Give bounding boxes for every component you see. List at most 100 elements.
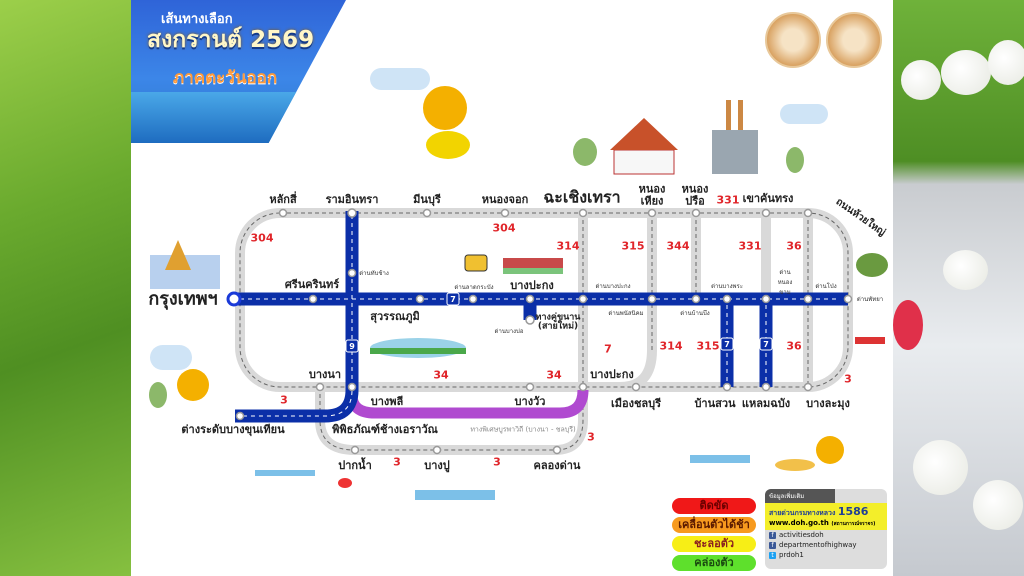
legend-slowing: ชะลอตัว xyxy=(672,536,756,552)
route-number: 3 xyxy=(493,455,501,469)
toll-plaza-label: ด่านพัทยา xyxy=(856,296,884,303)
route-number: 34 xyxy=(433,368,449,382)
highways-department-seal-logo xyxy=(826,12,882,68)
beach-mountain-icon xyxy=(856,253,888,277)
place-label: บางวัว xyxy=(514,395,546,409)
motorway-9-badge xyxy=(345,339,359,353)
banana-leaf-background xyxy=(0,0,131,576)
place-label: ต่างระดับบางขุนเทียน xyxy=(181,423,285,437)
place-label: มีนบุรี xyxy=(413,193,441,207)
route-number: 331 xyxy=(716,193,740,207)
place-label: บางปะกง xyxy=(510,279,554,293)
route-number: 36 xyxy=(786,339,802,353)
place-label: บางนา xyxy=(308,368,342,382)
route-number: 315 xyxy=(696,339,720,353)
route-number: 3 xyxy=(587,430,595,444)
route-number: 36 xyxy=(786,239,802,253)
island-icon xyxy=(775,459,815,471)
hotline-label: สายด่วนกรมทางหลวง xyxy=(769,509,836,517)
website-link[interactable]: www.doh.go.th xyxy=(769,519,829,527)
route-number: 34 xyxy=(546,368,562,382)
toll-plaza-label: ด่านบางบ่อ xyxy=(494,328,524,335)
twitter-icon: t xyxy=(769,551,776,559)
hotline-number: 1586 xyxy=(837,505,869,518)
route-number: 314 xyxy=(556,239,580,253)
flower-bowl-background xyxy=(893,0,1024,576)
expressway-label: ทางพิเศษบูรพาวิถี (บางนา - ชลบุรี) xyxy=(470,425,576,434)
place-label: แหลมฉบัง xyxy=(741,397,791,411)
ministry-seal-logo xyxy=(765,12,821,68)
route-number: 3 xyxy=(393,455,401,469)
cloud-icon xyxy=(780,104,828,124)
cloud-icon xyxy=(150,345,192,370)
place-label: รามอินทรา xyxy=(325,193,379,207)
temple-icon xyxy=(610,118,678,175)
place-label: ฉะเชิงเทรา xyxy=(543,187,621,207)
toll-plaza-label: ด่านบางพระ xyxy=(711,283,743,290)
banner-region: ภาคตะวันออก xyxy=(173,68,278,88)
route-number: 304 xyxy=(250,231,274,245)
svg-text:7: 7 xyxy=(450,295,456,304)
route-number: 331 xyxy=(738,239,762,253)
place-label: บางพลี xyxy=(370,395,404,409)
svg-text:7: 7 xyxy=(724,340,730,349)
toll-plaza-label: ด่านพนัสนิคม xyxy=(608,310,644,317)
motorway-7-badge xyxy=(446,292,773,351)
toll-plaza-label: ด่านโป่ง xyxy=(815,283,837,290)
legend-flowing: คล่องตัว xyxy=(672,555,756,571)
svg-text:7: 7 xyxy=(763,340,769,349)
place-label: เมืองชลบุรี xyxy=(610,397,662,411)
station-building-icon xyxy=(503,258,563,274)
place-label: หนอง ปรือ xyxy=(681,182,709,207)
facebook-icon: f xyxy=(769,531,776,539)
toll-plaza-label: ด่านบ้านบึง xyxy=(680,310,710,317)
place-label: บางปะกง xyxy=(590,368,634,382)
route-number: 344 xyxy=(666,239,690,253)
place-label: พิพิธภัณฑ์ช้างเอราวัณ xyxy=(332,423,438,437)
toll-plaza-label: ด่านหนองขาม xyxy=(777,269,793,296)
place-label: ปากน้ำ xyxy=(338,459,372,473)
twitter-link[interactable]: prdoh1 xyxy=(779,551,804,559)
place-label: หนอง เหียง xyxy=(638,182,666,207)
facebook-link[interactable]: activitiesdoh xyxy=(779,531,824,539)
website-note: (สถานการณ์จราจร) xyxy=(831,521,876,527)
mascot-icon xyxy=(177,86,844,464)
place-label: ทางคู่ขนาน (สายใหม่) xyxy=(535,312,581,332)
crab-icon xyxy=(338,478,352,488)
route-number: 7 xyxy=(604,342,612,356)
banner-title: สงกรานต์ 2569 xyxy=(147,27,315,53)
place-label: บางปู xyxy=(424,459,450,473)
route-number: 304 xyxy=(492,221,516,235)
place-label: สุวรรณภูมิ xyxy=(370,310,420,324)
cloud-icon xyxy=(370,68,430,90)
banner-subtitle: เส้นทางเลือก xyxy=(161,12,233,27)
route-number: 3 xyxy=(280,393,288,407)
bangkok-origin-marker xyxy=(226,291,242,307)
svg-text:9: 9 xyxy=(349,342,355,351)
boat-icon xyxy=(855,337,885,344)
tree-icon xyxy=(149,138,804,408)
train-icon xyxy=(464,254,488,272)
place-label: บ้านสวน xyxy=(694,397,736,411)
toll-plaza-label: ด่านลาดกระบัง xyxy=(454,284,494,291)
legend-jammed: ติดขัด xyxy=(672,498,756,514)
airport-terminal-icon xyxy=(370,338,466,358)
contact-info-box: ข้อมูลเพิ่มเติม สายด่วนกรมทางหลวง 1586 w… xyxy=(765,489,887,569)
place-label: คลองด่าน xyxy=(533,459,581,473)
toll-plaza-label: ด่านบางปะกง xyxy=(595,283,631,290)
route-number: 314 xyxy=(659,339,683,353)
facebook-link[interactable]: departmentofhighway xyxy=(779,541,857,549)
info-header: ข้อมูลเพิ่มเติม xyxy=(765,489,835,503)
place-label: หนองจอก xyxy=(481,193,529,207)
place-label: หลักสี่ xyxy=(269,193,297,207)
city-skyline-icon xyxy=(150,240,220,289)
place-label: บางละมุง xyxy=(806,397,850,411)
factory-icon xyxy=(712,100,758,174)
mangrove-icon xyxy=(255,455,750,500)
facebook-icon: f xyxy=(769,541,776,549)
toll-plaza-label: ด่านทับช้าง xyxy=(359,270,389,277)
route-number: 3 xyxy=(844,372,852,386)
route-number: 315 xyxy=(621,239,645,253)
bangkok-label: กรุงเทพฯ xyxy=(148,288,218,310)
